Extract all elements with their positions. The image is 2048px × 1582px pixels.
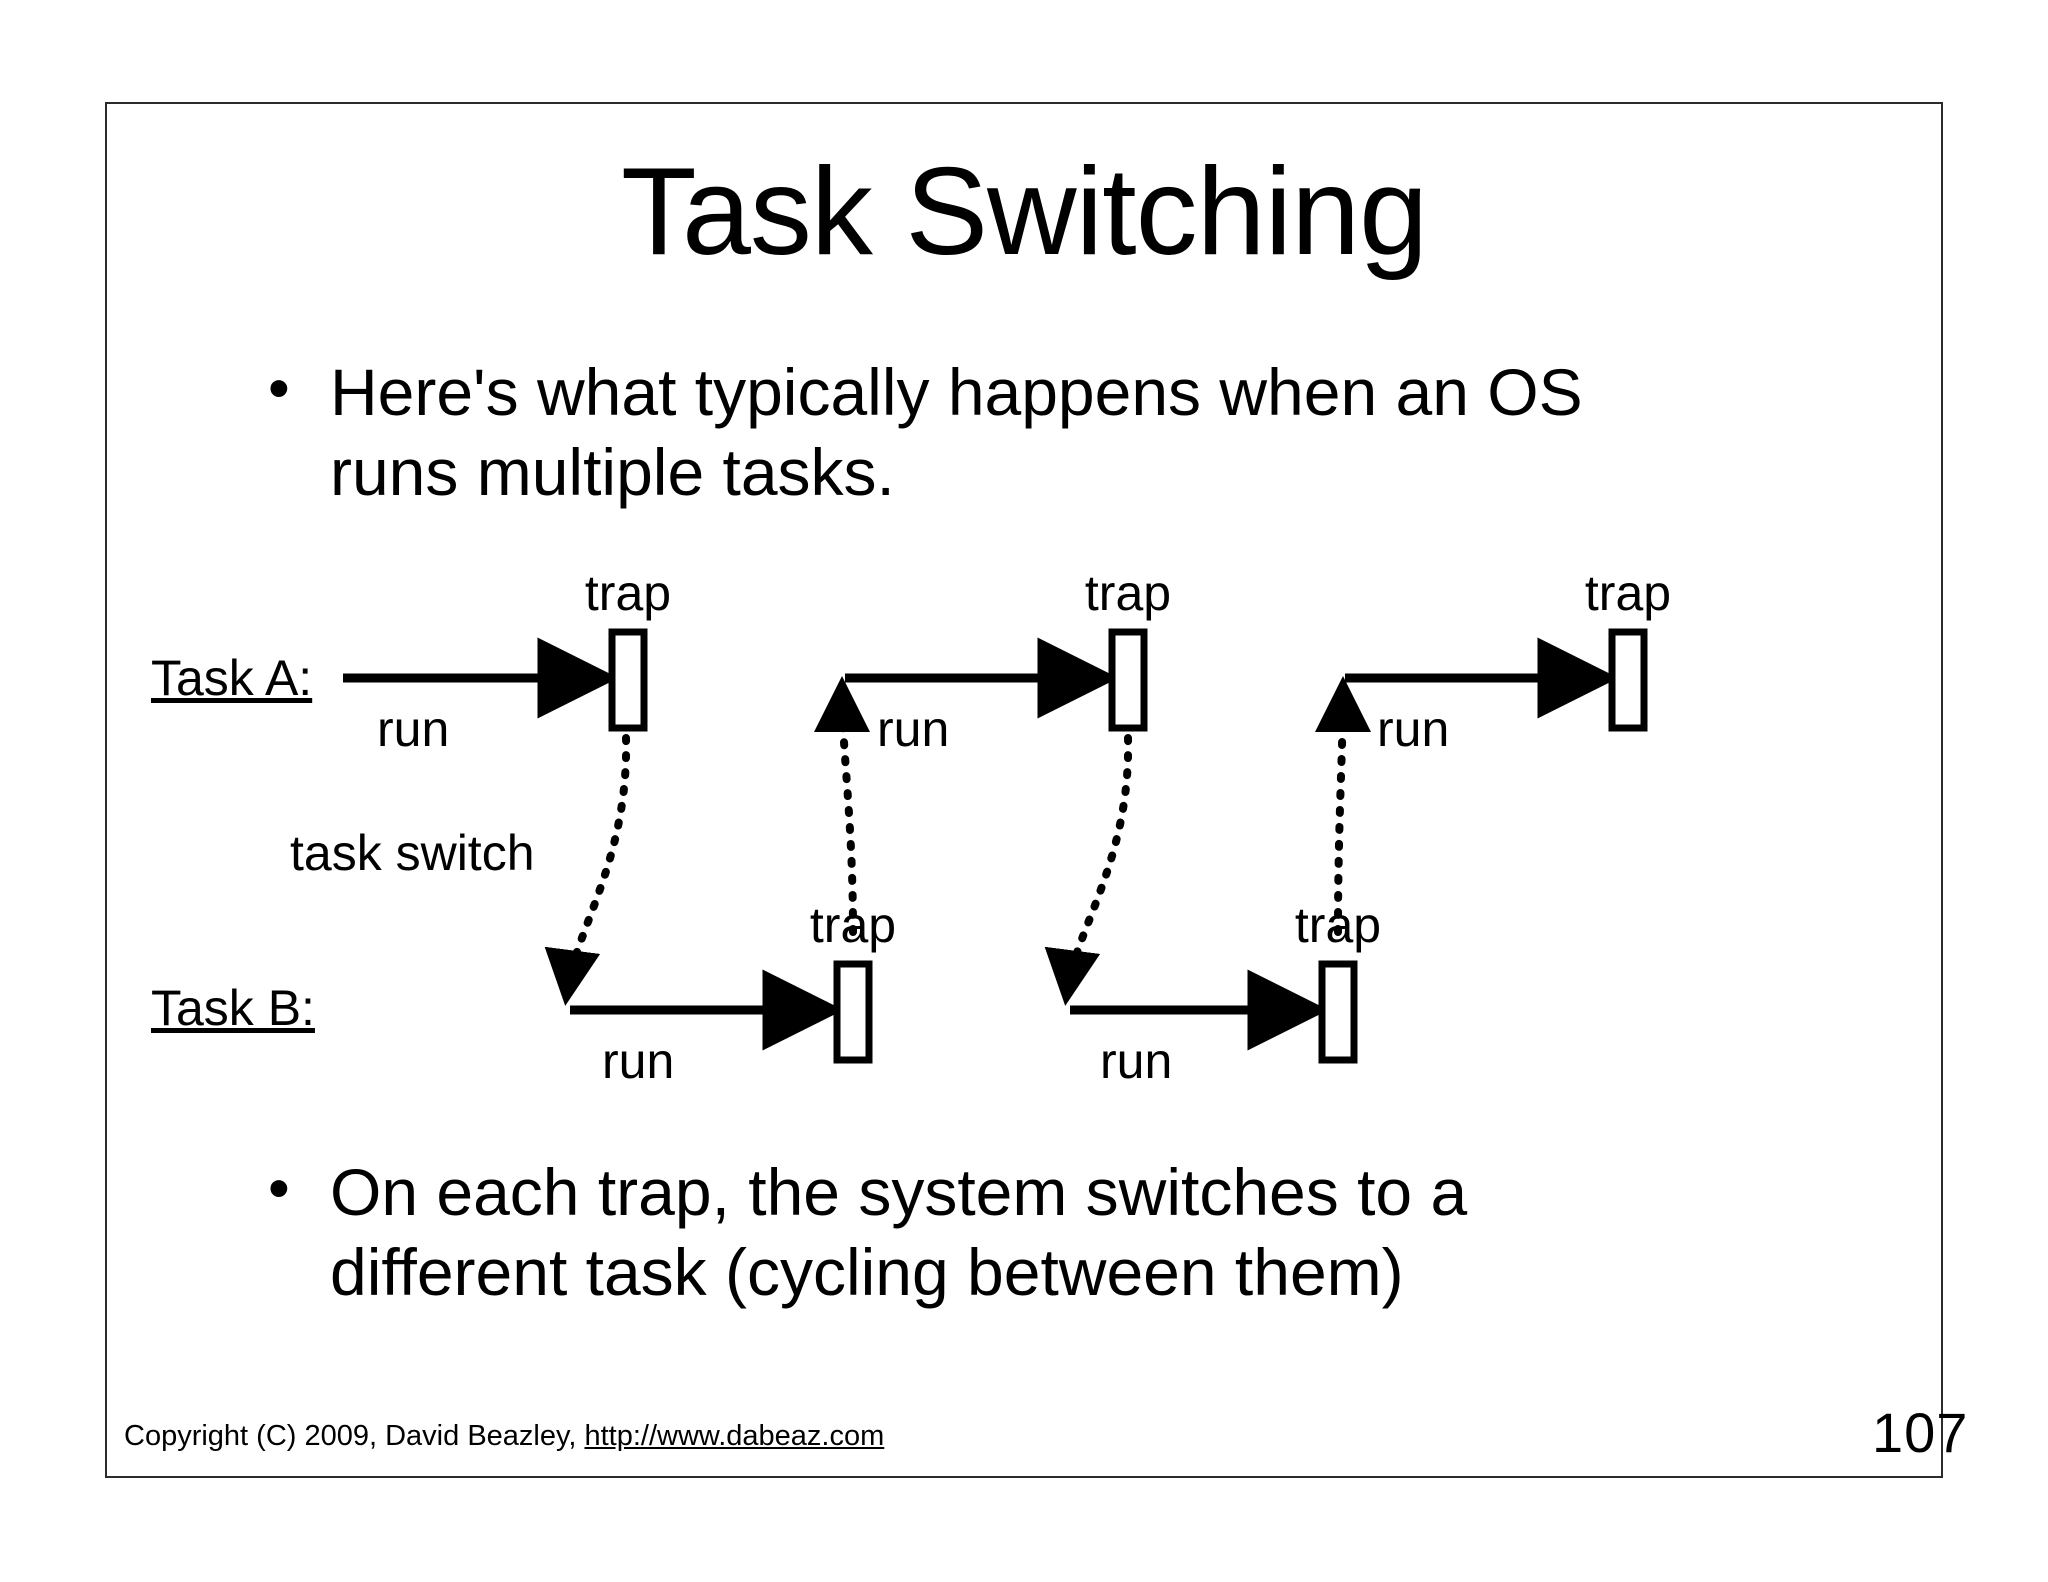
diagram-svg: Task A: run trap run trap run trap Task …	[151, 565, 1671, 1089]
page-number: 107	[1872, 1401, 1969, 1464]
lane-label-task-b: Task B:	[151, 980, 315, 1036]
task-a-trap-box-1	[608, 628, 648, 732]
task-switch-arrow-b1-to-a2	[814, 676, 871, 936]
task-a-trap-label-3: trap	[1585, 565, 1671, 621]
task-a-trap-label-1: trap	[585, 565, 671, 621]
lane-label-task-a: Task A:	[151, 650, 312, 706]
dabeaz-link[interactable]: http://www.dabeaz.com	[584, 1420, 885, 1452]
task-a-trap-box-3	[1608, 628, 1648, 732]
task-b-trap-box-2	[1318, 960, 1358, 1064]
task-a-run-label-3: run	[1377, 701, 1449, 757]
task-switching-diagram: Task A: run trap run trap run trap Task …	[105, 560, 1943, 1120]
bullet-marker-icon: •	[268, 354, 290, 423]
task-b-run-label-2: run	[1100, 1033, 1172, 1089]
task-a-run-label-1: run	[377, 701, 449, 757]
bullet-marker-icon: •	[268, 1154, 290, 1223]
task-a-trap-label-2: trap	[1085, 565, 1171, 621]
page-title: Task Switching	[620, 143, 1428, 281]
bullet-text-1: Here's what typically happens when an OS…	[330, 355, 1583, 509]
task-switch-arrow-a2-to-b2	[1044, 734, 1133, 1006]
task-a-trap-box-2	[1108, 628, 1148, 732]
task-b-trap-box-1	[833, 960, 873, 1064]
bullet-item-1: • Here's what typically happens when an …	[268, 352, 1630, 512]
bullet-text-2: On each trap, the system switches to a d…	[330, 1155, 1468, 1309]
slide-border	[105, 102, 1943, 1478]
task-a-run-label-2: run	[877, 701, 949, 757]
task-switch-arrow-b2-to-a3	[1314, 676, 1371, 936]
task-b-run-label-1: run	[602, 1033, 674, 1089]
bullet-item-2: • On each trap, the system switches to a…	[268, 1152, 1630, 1312]
footer-copyright: Copyright (C) 2009, David Beazley, http:…	[124, 1420, 884, 1453]
copyright-text: Copyright (C) 2009, David Beazley,	[124, 1420, 585, 1452]
task-switch-arrow-a1-to-b1	[544, 734, 631, 1006]
task-switch-annotation: task switch	[290, 825, 535, 881]
